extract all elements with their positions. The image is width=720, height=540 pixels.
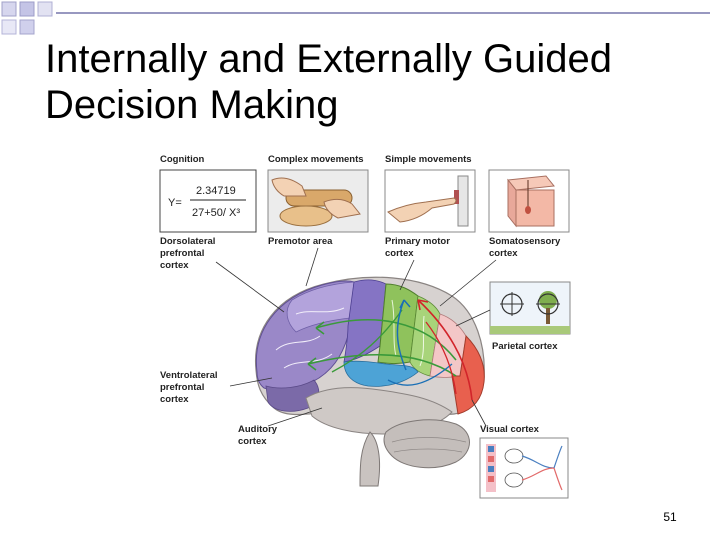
label-vlpfc-3: cortex [160,394,189,405]
label-visual: Visual cortex [480,424,540,435]
label-primary-motor-2: cortex [385,248,414,259]
slide-title-line-1: Internally and Externally Guided [45,36,705,82]
label-somatosensory-1: Somatosensory [489,236,561,247]
slide-title-line-2: Decision Making [45,82,705,128]
formula-lhs: Y= [168,197,182,209]
label-parietal: Parietal cortex [492,341,558,352]
label-primary-motor-1: Primary motor [385,236,450,247]
label-vlpfc-2: prefrontal [160,382,204,393]
slide-title: Internally and Externally Guided Decisio… [45,36,705,128]
brain-decision-diagram: Cognition Complex movements Simple movem… [156,150,576,502]
label-cognition: Cognition [160,154,205,165]
label-vlpfc-1: Ventrolateral [160,370,218,381]
formula-numerator: 2.34719 [196,185,236,197]
label-dlpfc-1: Dorsolateral [160,236,215,247]
page-number: 51 [650,510,690,524]
label-dlpfc-3: cortex [160,260,189,271]
label-dlpfc-2: prefrontal [160,248,204,259]
formula-denominator: 27+50/ X³ [192,207,240,219]
label-complex-movements: Complex movements [268,154,364,165]
brain-illustration [256,277,485,486]
skin-cross-section-illustration [508,176,554,226]
label-premotor: Premotor area [268,236,333,247]
corner-decoration [0,0,720,40]
label-somatosensory-2: cortex [489,248,518,259]
label-auditory-2: cortex [238,436,267,447]
label-auditory-1: Auditory [238,424,278,435]
label-simple-movements: Simple movements [385,154,472,165]
